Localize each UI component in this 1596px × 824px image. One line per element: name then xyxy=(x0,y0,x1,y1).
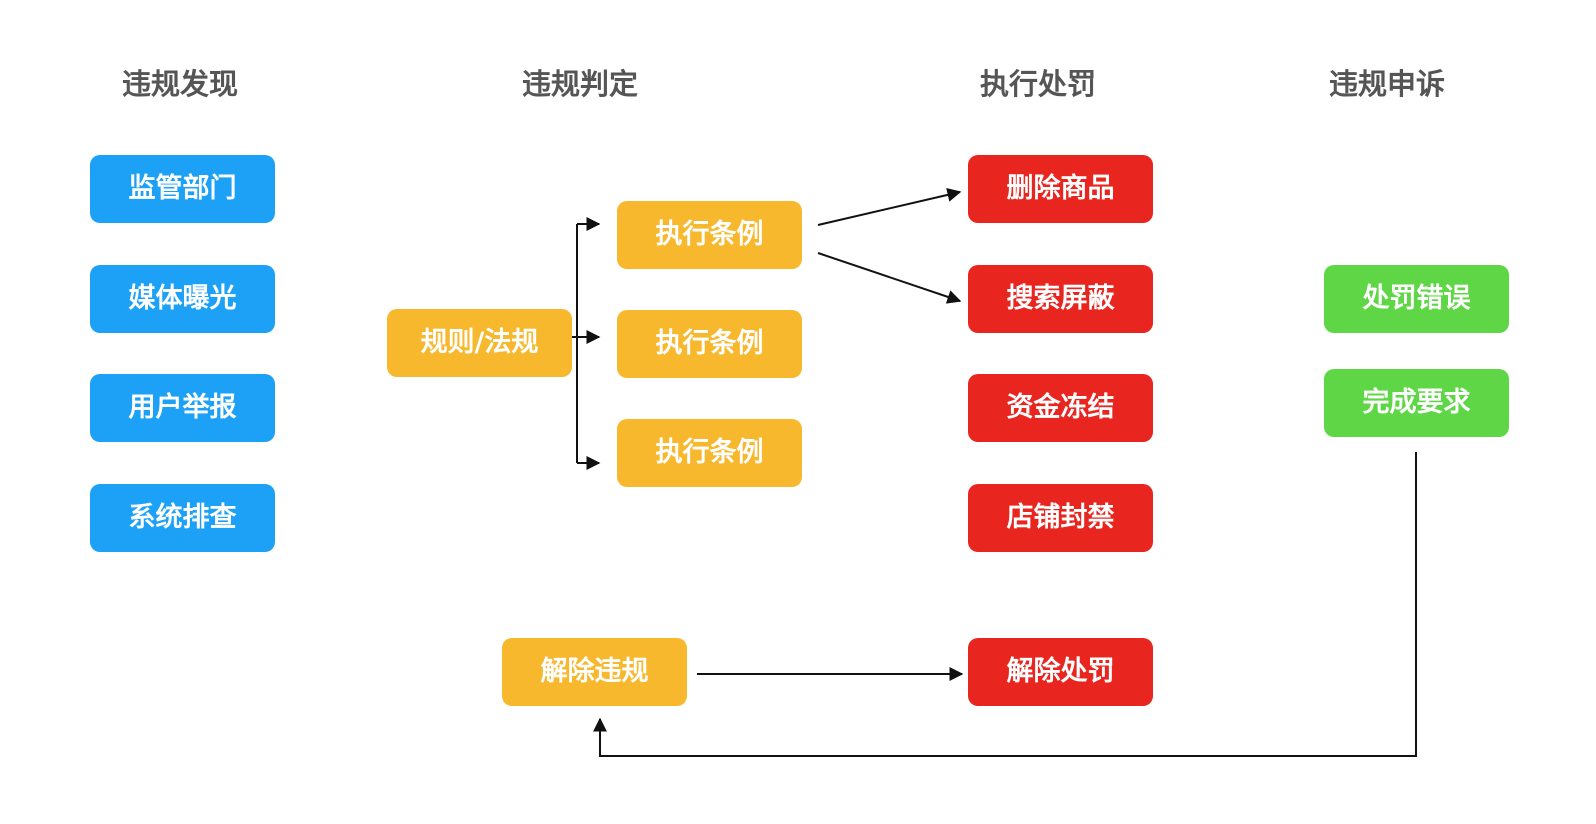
node-exec-1: 执行条例 xyxy=(617,201,802,269)
node-regulator: 监管部门 xyxy=(90,155,275,223)
node-report: 用户举报 xyxy=(90,374,275,442)
node-delete-goods: 删除商品 xyxy=(968,155,1153,223)
node-search-shield: 搜索屏蔽 xyxy=(968,265,1153,333)
title-appeal: 违规申诉 xyxy=(1328,67,1445,101)
node-exec-3: 执行条例 xyxy=(617,419,802,487)
node-exec-2: 执行条例 xyxy=(617,310,802,378)
node-shop-ban: 店铺封禁 xyxy=(968,484,1153,552)
node-punish-error: 处罚错误 xyxy=(1324,265,1509,333)
node-media: 媒体曝光 xyxy=(90,265,275,333)
title-punish: 执行处罚 xyxy=(979,67,1096,101)
connector-exec1-shield xyxy=(817,252,962,304)
node-fund-freeze: 资金冻结 xyxy=(968,374,1153,442)
node-requirement-met: 完成要求 xyxy=(1324,369,1509,437)
title-judge: 违规判定 xyxy=(521,67,638,101)
connector-exec1-delete xyxy=(817,188,962,226)
node-lift-punish: 解除处罚 xyxy=(968,638,1153,706)
node-rules: 规则/法规 xyxy=(387,309,572,377)
title-discover: 违规发现 xyxy=(121,67,238,101)
connector-appeal-loop xyxy=(593,452,1417,757)
node-system: 系统排查 xyxy=(90,484,275,552)
node-lift-violation: 解除违规 xyxy=(502,638,687,706)
